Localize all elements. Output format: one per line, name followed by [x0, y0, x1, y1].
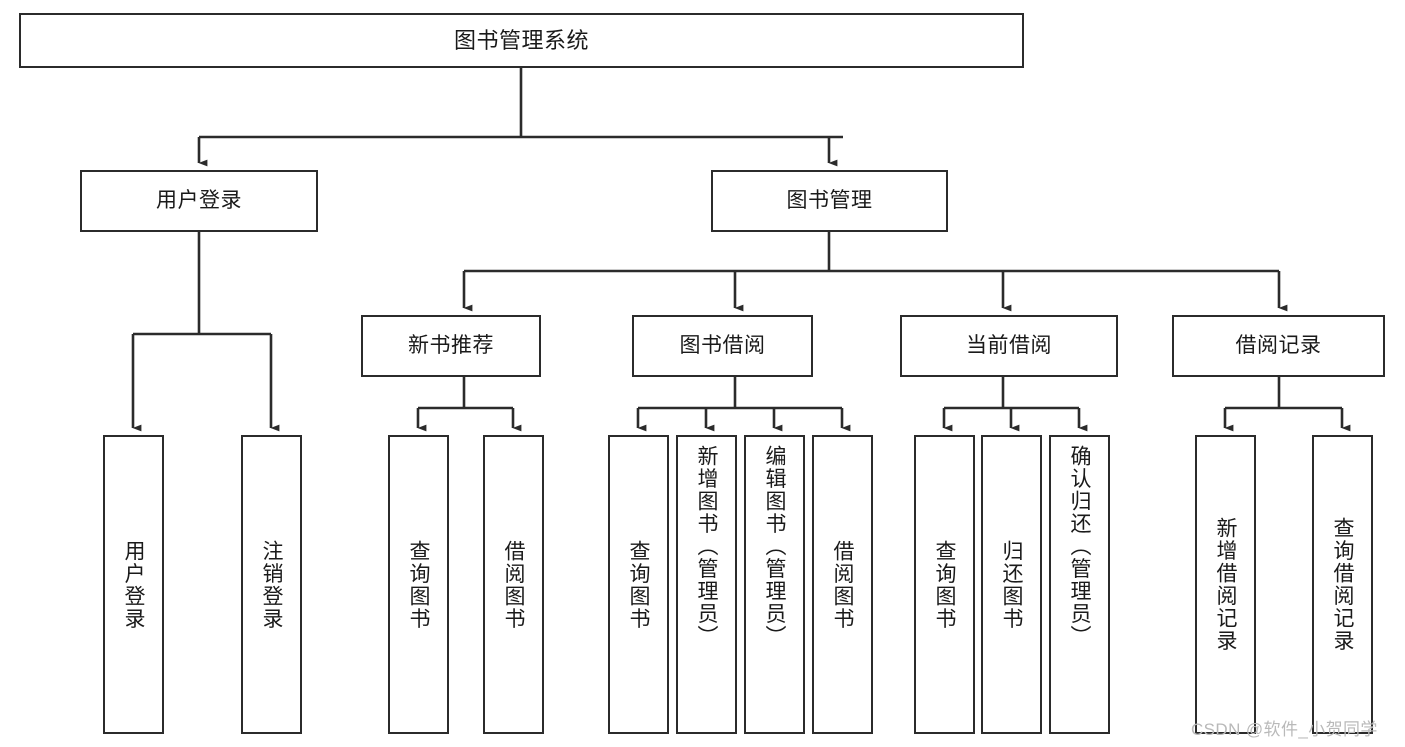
node-borrow-record-label: 借阅记录 — [1235, 333, 1322, 357]
node-leaf-confirm-return-label: 确认归还（管理员） — [1068, 445, 1091, 648]
node-current-borrow[interactable]: 当前借阅 — [900, 315, 1118, 377]
node-new-book-recommend-label: 新书推荐 — [408, 333, 494, 357]
node-user-login-label: 用户登录 — [156, 188, 242, 212]
node-leaf-query-book-3-label: 查询图书 — [933, 539, 956, 630]
node-leaf-add-book-label: 新增图书（管理员） — [695, 445, 718, 648]
node-leaf-query-book-1-label: 查询图书 — [407, 539, 430, 630]
node-leaf-logout-login[interactable]: 注销登录 — [241, 435, 302, 734]
node-leaf-borrow-book-2-label: 借阅图书 — [831, 539, 854, 630]
node-leaf-borrow-book-1[interactable]: 借阅图书 — [483, 435, 544, 734]
node-leaf-add-record-label: 新增借阅记录 — [1214, 517, 1237, 652]
node-leaf-add-book[interactable]: 新增图书（管理员） — [676, 435, 737, 734]
node-root[interactable]: 图书管理系统 — [19, 13, 1024, 68]
node-leaf-user-login-label: 用户登录 — [122, 539, 145, 630]
node-leaf-return-book[interactable]: 归还图书 — [981, 435, 1042, 734]
node-leaf-user-login[interactable]: 用户登录 — [103, 435, 164, 734]
node-new-book-recommend[interactable]: 新书推荐 — [361, 315, 541, 377]
node-book-borrow[interactable]: 图书借阅 — [632, 315, 813, 377]
node-leaf-query-record[interactable]: 查询借阅记录 — [1312, 435, 1373, 734]
node-leaf-query-book-2-label: 查询图书 — [627, 539, 650, 630]
node-leaf-query-book-2[interactable]: 查询图书 — [608, 435, 669, 734]
node-borrow-record[interactable]: 借阅记录 — [1172, 315, 1385, 377]
node-leaf-add-record[interactable]: 新增借阅记录 — [1195, 435, 1256, 734]
node-root-label: 图书管理系统 — [453, 27, 589, 53]
node-book-management-label: 图书管理 — [786, 188, 873, 212]
node-leaf-borrow-book-2[interactable]: 借阅图书 — [812, 435, 873, 734]
node-leaf-return-book-label: 归还图书 — [1000, 539, 1023, 630]
node-leaf-query-book-3[interactable]: 查询图书 — [914, 435, 975, 734]
node-leaf-query-record-label: 查询借阅记录 — [1331, 517, 1354, 652]
node-book-management[interactable]: 图书管理 — [711, 170, 948, 232]
node-leaf-query-book-1[interactable]: 查询图书 — [388, 435, 449, 734]
node-book-borrow-label: 图书借阅 — [679, 333, 766, 357]
node-leaf-borrow-book-1-label: 借阅图书 — [502, 539, 525, 630]
node-current-borrow-label: 当前借阅 — [966, 333, 1052, 357]
watermark: CSDN @软件_小贺同学 — [1191, 720, 1378, 739]
node-leaf-edit-book-label: 编辑图书（管理员） — [763, 445, 786, 648]
node-leaf-confirm-return[interactable]: 确认归还（管理员） — [1049, 435, 1110, 734]
node-user-login[interactable]: 用户登录 — [80, 170, 318, 232]
node-leaf-logout-login-label: 注销登录 — [260, 539, 283, 630]
node-leaf-edit-book[interactable]: 编辑图书（管理员） — [744, 435, 805, 734]
